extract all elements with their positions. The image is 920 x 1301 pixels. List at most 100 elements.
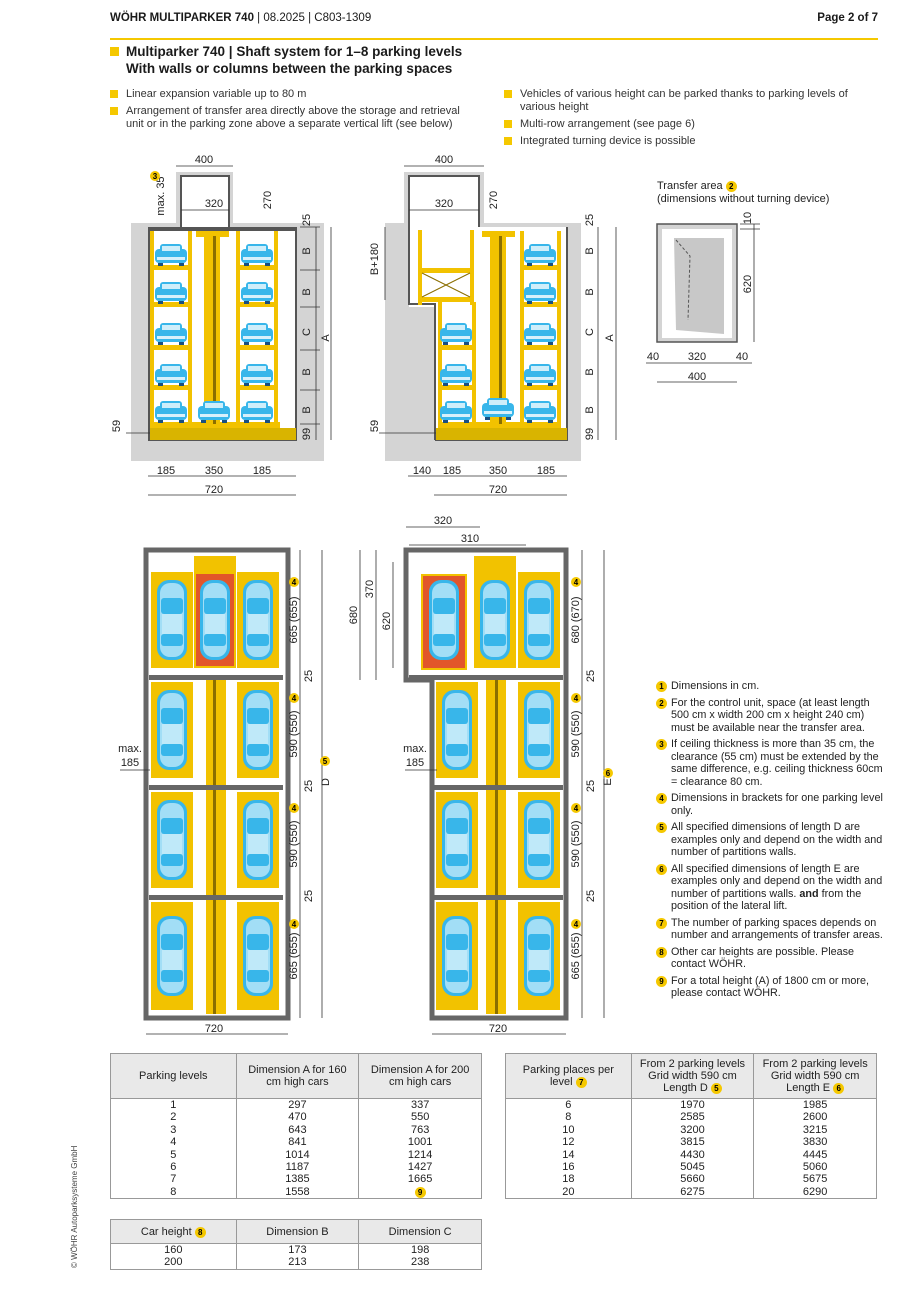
svg-text:320: 320 <box>434 515 452 527</box>
svg-text:C: C <box>584 328 596 336</box>
svg-text:185: 185 <box>406 757 424 769</box>
svg-text:40: 40 <box>647 351 659 363</box>
table-header: Dimension A for 160 cm high cars <box>235 1053 360 1099</box>
svg-text:665 (655): 665 (655) <box>288 932 300 979</box>
doc-id: WÖHR MULTIPARKER 740 | 08.2025 | C803-13… <box>110 12 372 24</box>
list-item: Arrangement of transfer area directly ab… <box>110 105 470 131</box>
svg-text:185: 185 <box>157 465 175 477</box>
svg-text:185: 185 <box>443 465 461 477</box>
transfer-area-drawing: 10 620 40 320 40 400 <box>646 212 760 383</box>
svg-text:D: D <box>320 778 332 786</box>
svg-text:25: 25 <box>303 890 315 902</box>
table-header: Dimension C <box>358 1219 482 1244</box>
svg-text:620: 620 <box>381 612 393 630</box>
svg-text:max.: max. <box>403 743 427 755</box>
svg-text:4: 4 <box>574 694 579 703</box>
svg-text:B: B <box>301 288 313 295</box>
svg-text:720: 720 <box>489 484 507 496</box>
list-item: Integrated turning device is possible <box>504 135 854 148</box>
svg-text:25: 25 <box>585 670 597 682</box>
page-number: Page 2 of 7 <box>817 12 878 24</box>
svg-text:59: 59 <box>369 420 381 432</box>
svg-text:25: 25 <box>303 670 315 682</box>
svg-text:B+180: B+180 <box>369 243 381 275</box>
svg-text:320: 320 <box>205 198 223 210</box>
table-header: From 2 parking levels Grid width 590 cm … <box>753 1053 877 1099</box>
table-header: Car height 8 <box>110 1219 237 1244</box>
table-header: Parking places per level 7 <box>505 1053 632 1099</box>
list-item: Linear expansion variable up to 80 m <box>110 88 470 101</box>
svg-text:99: 99 <box>584 428 596 440</box>
svg-text:270: 270 <box>262 191 274 209</box>
plan-drawing-1: 665 (655) 25 590 (550) 25 590 (550) 25 6… <box>118 547 332 1035</box>
svg-text:720: 720 <box>205 484 223 496</box>
svg-text:A: A <box>320 334 332 342</box>
svg-text:185: 185 <box>121 757 139 769</box>
svg-text:4: 4 <box>292 920 297 929</box>
svg-text:370: 370 <box>364 580 376 598</box>
svg-text:B: B <box>584 247 596 254</box>
svg-text:B: B <box>584 406 596 413</box>
yellow-square-icon <box>110 47 119 56</box>
svg-text:B: B <box>301 368 313 375</box>
technical-drawings: 400 320 270 max. 35 25 B B C B B 99 A 59… <box>111 154 760 1035</box>
svg-text:5: 5 <box>323 757 328 766</box>
note-marker-3 <box>150 171 160 181</box>
svg-text:590 (550): 590 (550) <box>288 820 300 867</box>
svg-text:665 (655): 665 (655) <box>570 932 582 979</box>
svg-text:B: B <box>301 406 313 413</box>
page-title: Multiparker 740 | Shaft system for 1–8 p… <box>110 43 810 77</box>
svg-text:320: 320 <box>435 198 453 210</box>
parking-places-table: Parking places per level 7 From 2 parkin… <box>505 1053 877 1200</box>
svg-text:400: 400 <box>195 154 213 166</box>
svg-text:10: 10 <box>742 212 754 224</box>
svg-text:310: 310 <box>461 533 479 545</box>
svg-text:B: B <box>301 247 313 254</box>
table-header: Dimension B <box>235 1219 360 1244</box>
section-drawing-1: 400 320 270 max. 35 25 B B C B B 99 A 59… <box>111 154 332 496</box>
feature-list-right: Vehicles of various height can be parked… <box>504 88 854 152</box>
svg-text:4: 4 <box>574 920 579 929</box>
svg-text:25: 25 <box>585 890 597 902</box>
svg-text:270: 270 <box>488 191 500 209</box>
svg-text:320: 320 <box>688 351 706 363</box>
car-height-table: Car height 8 Dimension B Dimension C 160… <box>110 1219 482 1270</box>
plan-drawing-2: 320 310 680 370 620 680 (670) 25 590 (55… <box>348 515 614 1035</box>
feature-list-left: Linear expansion variable up to 80 m Arr… <box>110 88 470 135</box>
svg-text:680: 680 <box>348 606 360 624</box>
svg-text:590 (550): 590 (550) <box>570 820 582 867</box>
svg-text:B: B <box>584 368 596 375</box>
svg-text:59: 59 <box>111 420 123 432</box>
list-item: Vehicles of various height can be parked… <box>504 88 854 114</box>
svg-text:400: 400 <box>435 154 453 166</box>
svg-text:4: 4 <box>574 578 579 587</box>
svg-text:590 (550): 590 (550) <box>570 710 582 757</box>
svg-text:4: 4 <box>292 694 297 703</box>
svg-text:4: 4 <box>574 804 579 813</box>
svg-text:A: A <box>604 334 616 342</box>
svg-text:C: C <box>301 328 313 336</box>
parking-levels-table: Parking levels Dimension A for 160 cm hi… <box>110 1053 482 1200</box>
svg-text:140: 140 <box>413 465 431 477</box>
svg-text:350: 350 <box>489 465 507 477</box>
list-item: Multi-row arrangement (see page 6) <box>504 118 854 131</box>
svg-text:25: 25 <box>584 214 596 226</box>
